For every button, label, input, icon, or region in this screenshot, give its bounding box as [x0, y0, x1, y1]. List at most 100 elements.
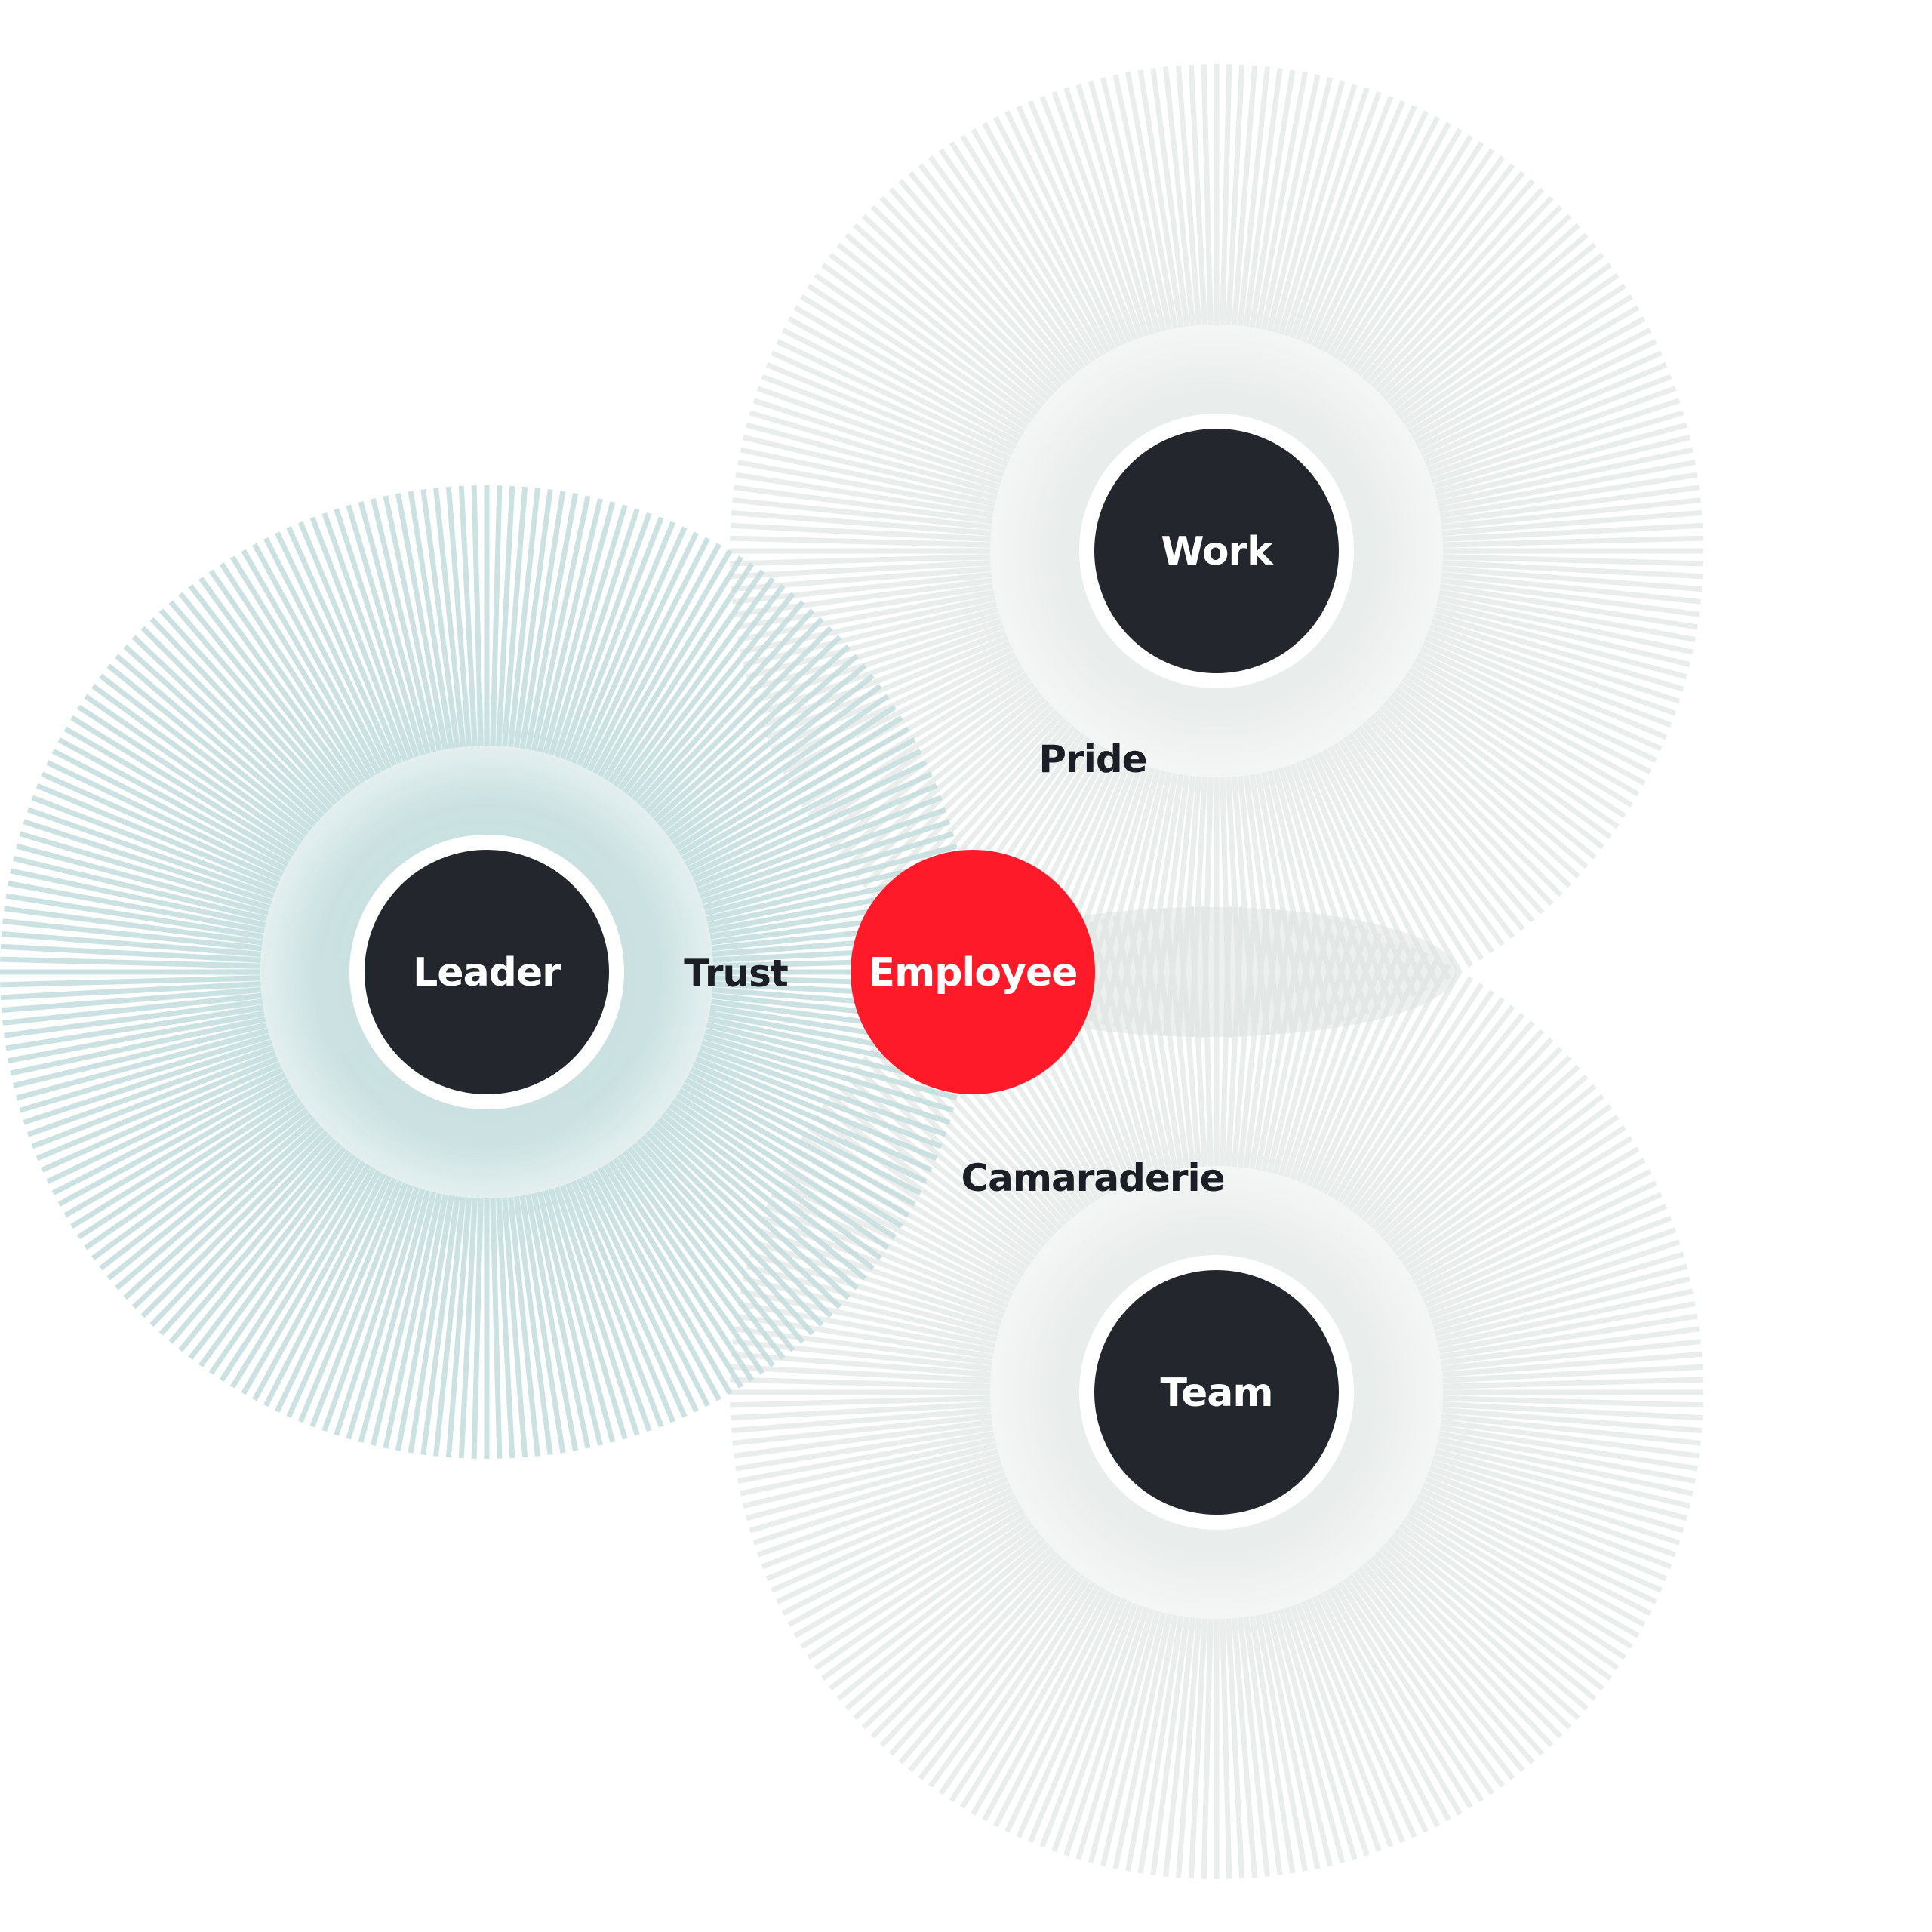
sunburst-ray	[1175, 65, 1201, 326]
sunburst-ray	[140, 626, 329, 814]
sunburst-ray	[730, 1377, 991, 1389]
sunburst-ray	[519, 491, 566, 749]
sunburst-ray	[1201, 1618, 1214, 1879]
sunburst-ray	[640, 617, 824, 810]
sunburst-ray	[1284, 87, 1370, 337]
sunburst-ray	[1347, 155, 1505, 370]
sunburst-ray	[1404, 1124, 1626, 1272]
sunburst-ray	[1306, 105, 1417, 346]
sunburst-ray	[1394, 686, 1604, 850]
employee-node-circle	[851, 850, 1095, 1094]
sunburst-ray	[730, 554, 991, 567]
sunburst-ray	[1441, 509, 1703, 536]
sunburst-ray	[861, 214, 1054, 398]
sunburst-ray	[1439, 1313, 1698, 1360]
sunburst-ray	[861, 704, 1054, 888]
sunburst-ray	[241, 549, 377, 777]
sunburst-ray	[1347, 997, 1505, 1211]
sunburst-ray	[821, 681, 1035, 839]
sunburst-ray	[1383, 1064, 1580, 1243]
sunburst-ray	[675, 1093, 897, 1240]
sunburst-ray	[660, 663, 867, 832]
sunburst-ray	[1255, 72, 1308, 329]
sunburst-ray	[938, 148, 1091, 366]
sunburst-ray	[1343, 736, 1495, 954]
sunburst-ray	[1442, 535, 1703, 548]
sunburst-ray	[836, 691, 1043, 860]
sunburst-ray	[1414, 1498, 1646, 1627]
sunburst-ray	[1295, 1602, 1394, 1848]
sunburst-ray	[1404, 283, 1626, 430]
leader-node-circle	[365, 850, 609, 1094]
sunburst-ray	[241, 1167, 377, 1395]
sunburst-ray	[230, 555, 371, 781]
sunburst-ray	[1249, 1615, 1296, 1874]
sunburst-ray	[1440, 1419, 1700, 1459]
sunburst-ray	[458, 485, 478, 746]
sunburst-ray	[188, 1149, 352, 1360]
sunburst-ray	[1441, 1413, 1701, 1446]
sunburst-ray	[1075, 83, 1155, 335]
sunburst-ray	[949, 1580, 1096, 1802]
sunburst-ray	[1322, 1589, 1451, 1822]
sunburst-ray	[1317, 115, 1440, 351]
sunburst-ray	[704, 1028, 958, 1101]
sunburst-ray	[678, 1088, 903, 1229]
sunburst-ray	[1260, 74, 1321, 331]
sunburst-ray	[1163, 66, 1196, 327]
employee-node-label: Employee	[869, 950, 1078, 995]
sunburst-ray	[800, 294, 1026, 435]
work-node-circle	[1094, 429, 1339, 673]
sunburst-ray	[1442, 1395, 1703, 1408]
sunburst-ray	[275, 531, 392, 769]
sunburst-ray	[1429, 623, 1677, 716]
sunburst-ray	[1284, 1607, 1370, 1857]
sunburst-ray	[16, 1028, 269, 1101]
sunburst-ray	[993, 1592, 1116, 1828]
sunburst-ray	[844, 232, 1047, 406]
sunburst-ray	[1327, 969, 1463, 1198]
sunburst-ray	[1361, 1562, 1535, 1764]
sunburst-ray	[57, 1078, 290, 1207]
sunburst-ray	[703, 1033, 955, 1113]
sunburst-ray	[746, 422, 999, 495]
sunburst-ray	[1379, 214, 1572, 398]
sunburst-ray	[1370, 713, 1554, 906]
sunburst-ray	[749, 612, 1001, 692]
sunburst-ray	[684, 737, 916, 866]
sunburst-ray	[1352, 1004, 1515, 1215]
sunburst-ray	[1322, 748, 1451, 980]
sunburst-ray	[106, 1112, 313, 1281]
sunburst-ray	[4, 906, 263, 946]
sunburst-ray	[346, 1188, 426, 1440]
sunburst-ray	[771, 350, 1011, 462]
sunburst-ray	[1243, 68, 1283, 328]
sunburst-ray	[636, 1138, 815, 1336]
sunburst-ray	[692, 771, 933, 883]
sunburst-ray	[908, 1566, 1076, 1773]
sunburst-ray	[106, 663, 313, 832]
sunburst-ray	[752, 1460, 1002, 1546]
sunburst-ray	[699, 807, 947, 900]
sunburst-ray	[627, 592, 795, 798]
sunburst-ray	[1432, 1251, 1684, 1331]
sunburst-ray	[1306, 1598, 1417, 1838]
sunburst-ray	[4, 998, 263, 1038]
sunburst-ray	[756, 1227, 1004, 1320]
sunburst-ray	[1370, 195, 1554, 389]
sunburst-ray	[730, 560, 991, 580]
sunburst-ray	[960, 1583, 1101, 1809]
sunburst-ray	[208, 569, 361, 787]
sunburst-ray	[735, 583, 994, 630]
sunburst-ray	[559, 1184, 652, 1432]
sunburst-ray	[1289, 91, 1382, 339]
sunburst-ray	[1327, 746, 1463, 974]
leader-node: Leader	[349, 835, 624, 1109]
sunburst-ray	[870, 1550, 1059, 1739]
sunburst-ray	[1438, 1301, 1696, 1354]
sunburst-ray	[836, 1084, 1043, 1252]
sunburst-ray	[1422, 1192, 1663, 1303]
sunburst-ray	[1414, 657, 1646, 786]
sunburst-ray	[1411, 661, 1640, 797]
